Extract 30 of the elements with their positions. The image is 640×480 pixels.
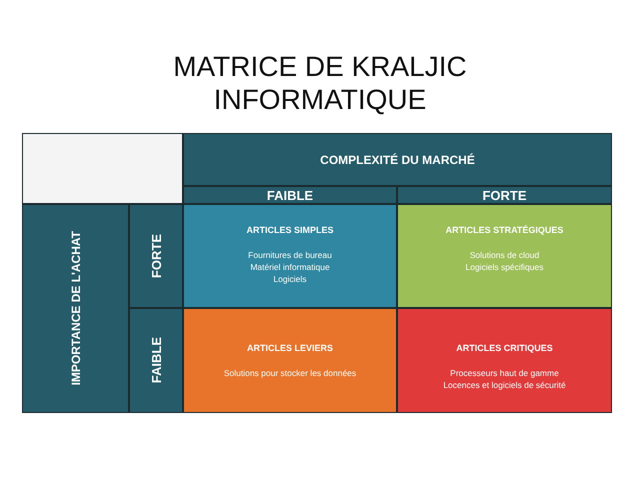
axis-level: FAIBLE (266, 188, 314, 202)
item-text: Logiciels spécifiques (466, 261, 544, 273)
quadrant-panel (183, 204, 397, 308)
quadrant-panel (183, 308, 397, 413)
axis-level: FORTE (482, 188, 527, 202)
item-text: Processeurs haut de gamme (450, 367, 559, 379)
item-text: Solutions de cloud (470, 249, 540, 261)
quadrant-title: ARTICLES STRATÉGIQUES (446, 225, 564, 235)
quadrant-panel (397, 204, 612, 308)
axis-title: IMPORTANCE DE L'ACHAT (68, 231, 82, 386)
quadrant-title: ARTICLES CRITIQUES (456, 343, 553, 353)
quadrant-title: ARTICLES LEVIERS (246, 343, 333, 353)
header-panel (397, 186, 612, 204)
item-text: Logiciels (273, 273, 307, 285)
axis-level: FORTE (148, 234, 164, 278)
blank-corner-panel (22, 133, 183, 204)
axis-title: COMPLEXITÉ DU MARCHÉ (320, 152, 475, 166)
header-panel (129, 308, 183, 413)
header-panel (183, 186, 397, 204)
header-panel (183, 133, 612, 186)
quadrant-panel (397, 308, 612, 413)
axis-level: FAIBLE (148, 337, 164, 384)
quadrant-title: ARTICLES SIMPLES (246, 225, 334, 235)
header-panel (22, 204, 129, 413)
item-text: Fournitures de bureau (248, 249, 332, 261)
item-text: Solutions pour stocker les données (224, 367, 356, 379)
header-panel (129, 204, 183, 308)
item-text: Locences et logiciels de sécurité (443, 379, 566, 391)
item-text: Matériel informatique (250, 261, 330, 273)
title: MATRICE DE KRALJIC INFORMATIQUE (172, 50, 468, 116)
